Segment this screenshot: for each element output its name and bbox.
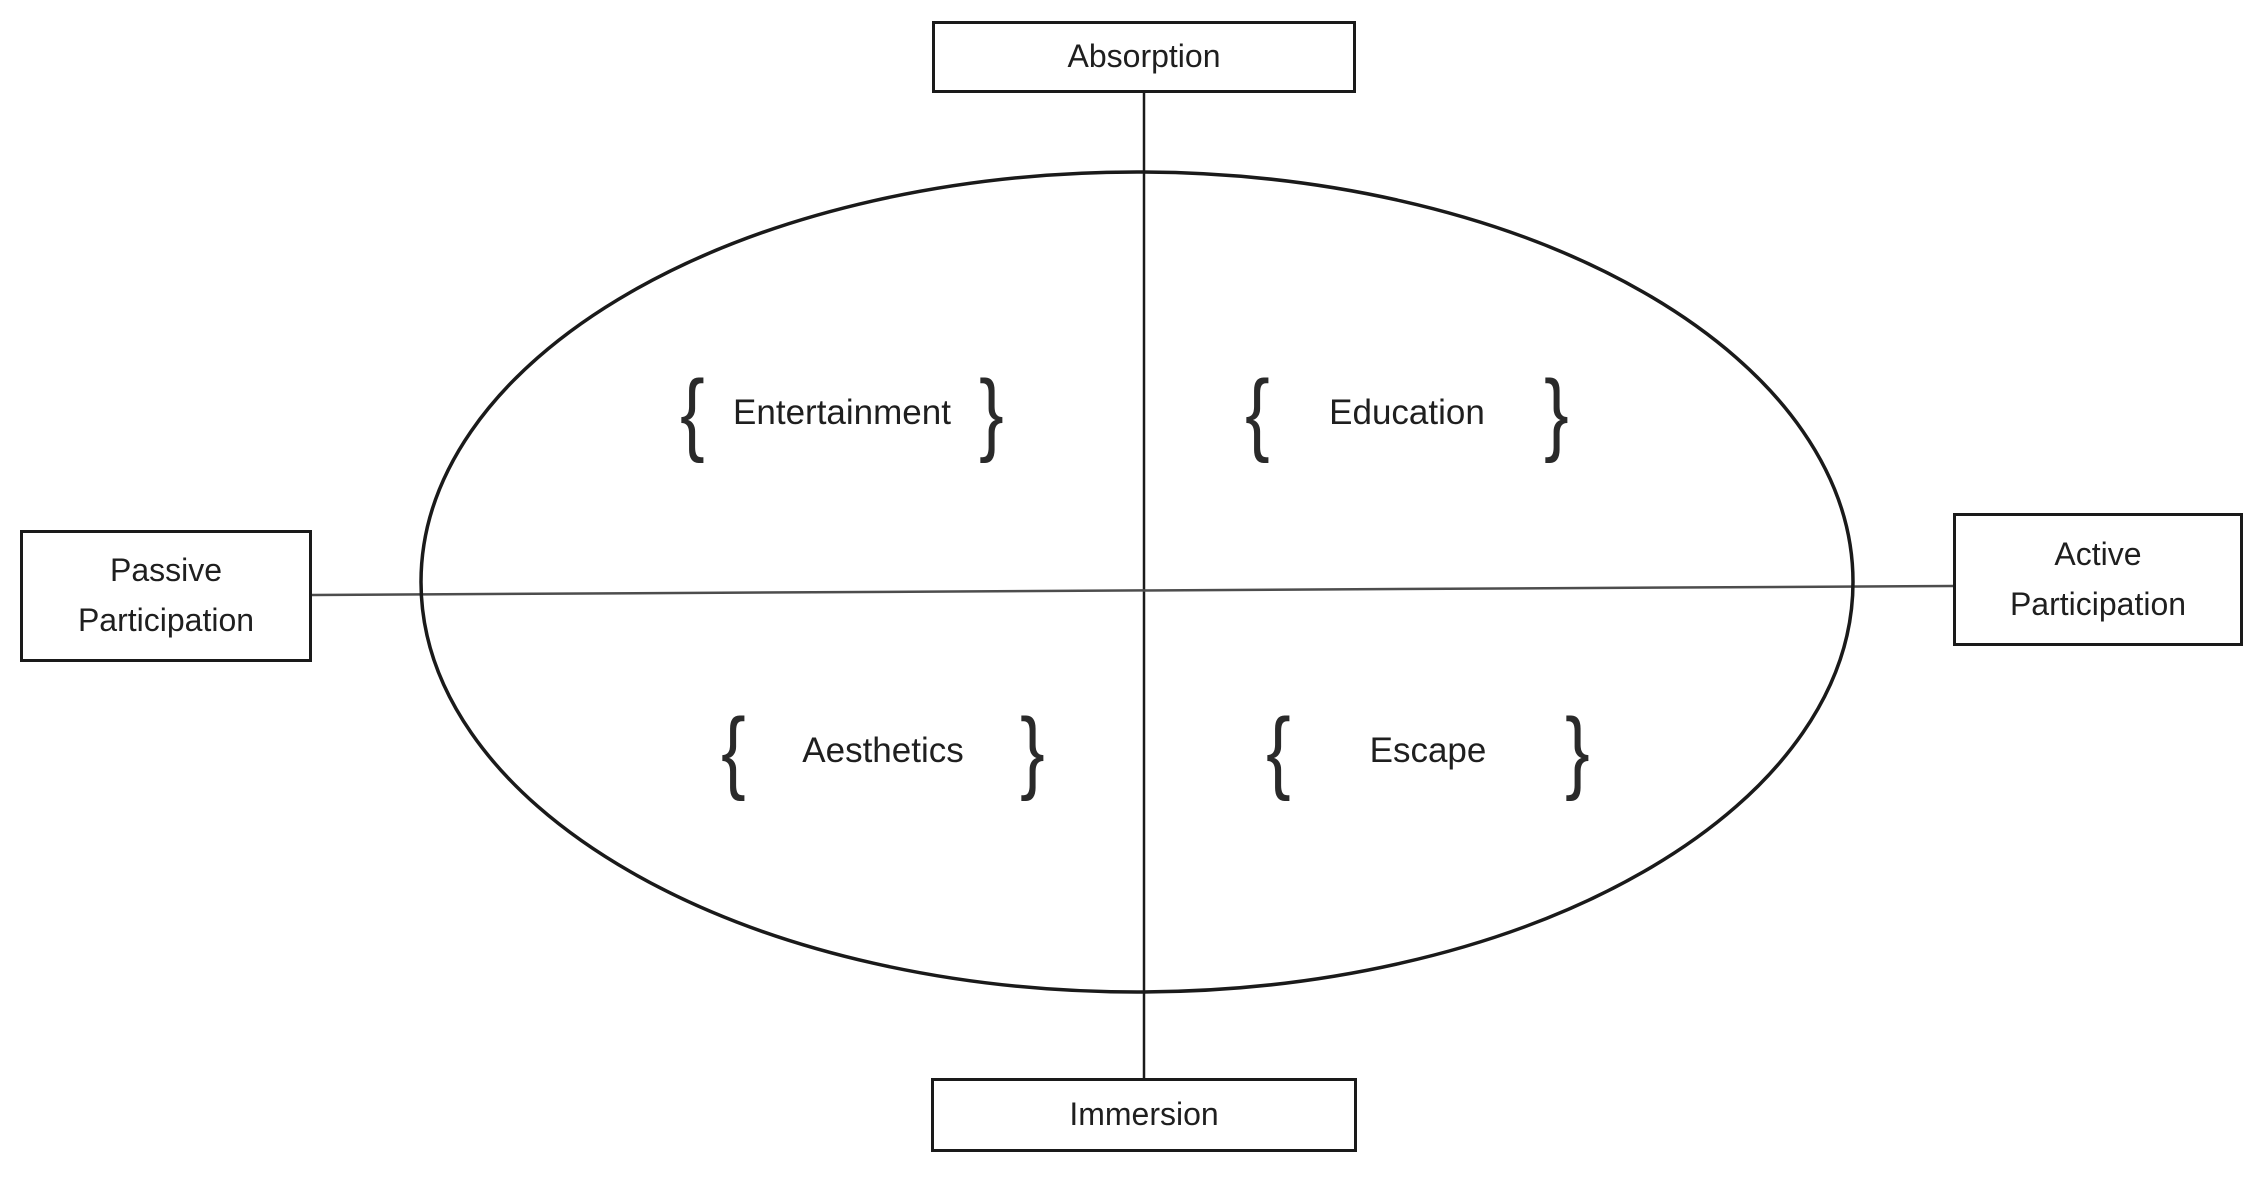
passive-participation-label-line2: Participation: [77, 602, 255, 638]
immersion-box: Immersion: [931, 1078, 1357, 1152]
quadrant-education-label: Education: [1329, 393, 1485, 432]
right-brace-icon: }: [1544, 362, 1569, 464]
right-brace-icon: }: [1020, 700, 1045, 802]
quadrant-aesthetics-label: Aesthetics: [802, 731, 964, 770]
quadrant-escape: { Escape }: [1263, 691, 1593, 811]
immersion-label: Immersion: [1069, 1096, 1219, 1133]
quadrant-aesthetics: { Aesthetics }: [718, 691, 1048, 811]
active-participation-label-line1: Active: [2054, 535, 2142, 572]
quadrant-escape-label: Escape: [1369, 731, 1487, 770]
left-brace-icon: {: [680, 362, 705, 464]
absorption-box: Absorption: [932, 21, 1356, 93]
quadrant-entertainment: { Entertainment }: [677, 353, 1007, 473]
quadrant-education: { Education }: [1242, 353, 1572, 473]
passive-participation-label-line1: Passive: [109, 552, 223, 589]
left-brace-icon: {: [1266, 700, 1291, 802]
left-brace-icon: {: [1245, 362, 1270, 464]
passive-participation-box: Passive Participation: [20, 530, 312, 662]
experience-ellipse: [419, 170, 1855, 994]
absorption-label: Absorption: [1067, 38, 1221, 75]
quadrant-entertainment-label: Entertainment: [733, 393, 951, 432]
right-brace-icon: }: [979, 362, 1004, 464]
active-participation-label-line2: Participation: [2009, 585, 2187, 622]
left-brace-icon: {: [721, 700, 746, 802]
active-participation-box: Active Participation: [1953, 513, 2243, 646]
right-brace-icon: }: [1565, 700, 1590, 802]
horizontal-axis-line: [311, 584, 1954, 597]
